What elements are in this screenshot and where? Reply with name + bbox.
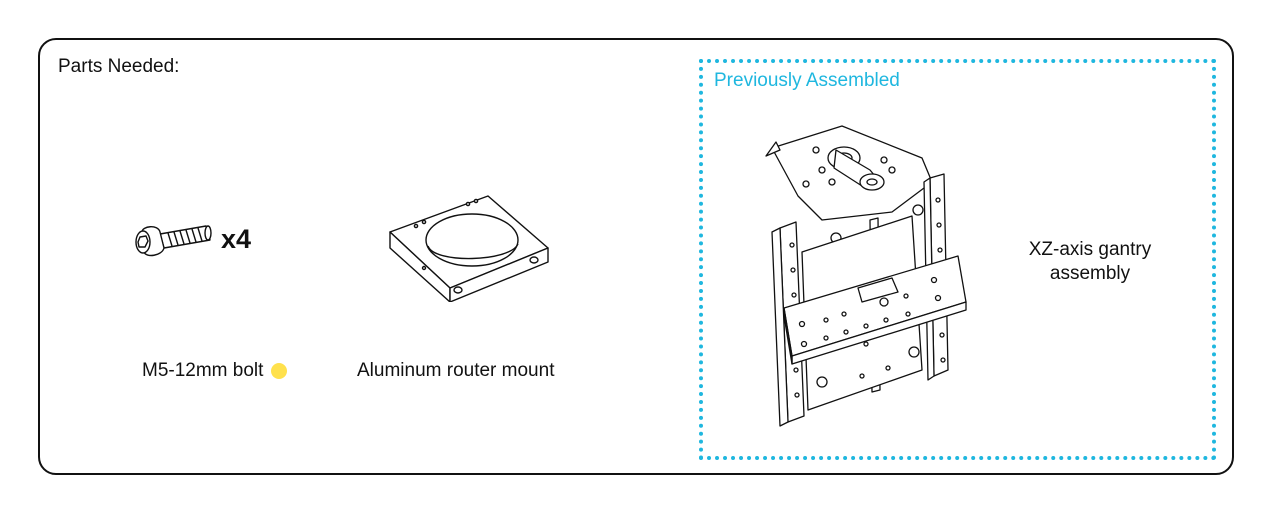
bolt-label: M5-12mm bolt <box>142 360 288 382</box>
gantry-label-line1: XZ-axis gantry <box>1028 239 1152 260</box>
parts-needed-title: Parts Needed: <box>58 56 180 77</box>
router-mount-label: Aluminum router mount <box>357 360 555 381</box>
router-mount-icon <box>389 195 549 302</box>
gantry-label-line2: assembly <box>1049 263 1131 284</box>
bolt-icon <box>135 225 212 257</box>
gantry-assembly-label: XZ-axis gantry assembly <box>1010 238 1170 286</box>
bolt-label-text: M5-12mm bolt <box>142 360 264 381</box>
previously-assembled-box <box>699 59 1216 460</box>
parts-panel <box>38 38 1234 475</box>
bolt-quantity: x4 <box>221 224 252 254</box>
previously-assembled-title: Previously Assembled <box>714 70 900 91</box>
yellow-dot-icon <box>271 363 288 379</box>
gantry-assembly-icon <box>765 125 967 427</box>
